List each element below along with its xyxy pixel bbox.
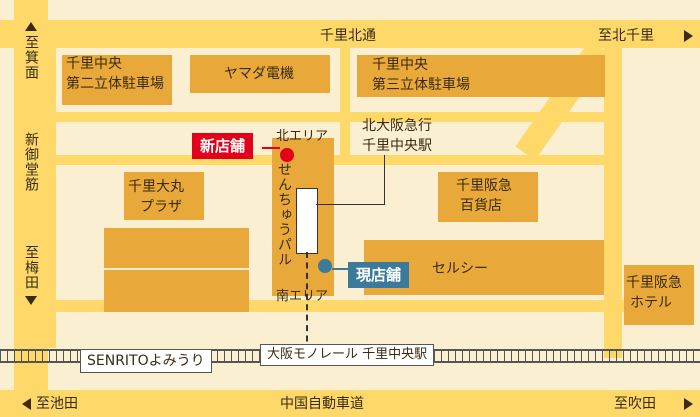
new-store-badge: 新店舗 bbox=[192, 133, 254, 159]
current-store-leader bbox=[332, 268, 348, 270]
new-store-leader bbox=[262, 147, 280, 149]
chugoku-expressway-road bbox=[0, 390, 700, 417]
parking-3-label-2: 第三立体駐車場 bbox=[372, 77, 470, 93]
large-block-southwest bbox=[104, 228, 249, 268]
station-label-2: 千里中央駅 bbox=[362, 138, 432, 154]
hankyu-hotel-label-2: ホテル bbox=[630, 295, 672, 311]
sennichupal-label: せんちゅうパル bbox=[276, 162, 292, 267]
yamada-denki-building bbox=[190, 55, 330, 93]
senri-kita-dori-label: 千里北通 bbox=[320, 28, 376, 44]
parking-2-label-2: 第二立体駐車場 bbox=[66, 76, 164, 92]
senrito-yomiuri-label: SENRITOよみうり bbox=[80, 349, 212, 373]
yamada-denki-label: ヤマダ電機 bbox=[224, 66, 294, 82]
chugoku-expressway-label: 中国自動車道 bbox=[280, 396, 364, 412]
station-label-1: 北大阪急行 bbox=[362, 118, 432, 134]
arrow-down-icon bbox=[25, 296, 37, 305]
inner-road-east bbox=[604, 48, 622, 358]
to-ikeda-label: 至池田 bbox=[36, 396, 78, 412]
selcy-label: セルシー bbox=[432, 261, 488, 277]
shin-midosuji-label: 新御堂筋 bbox=[23, 132, 39, 192]
hankyu-hotel-label-1: 千里阪急 bbox=[626, 275, 682, 291]
hankyu-dept-label-1: 千里阪急 bbox=[456, 178, 512, 194]
arrow-left-icon bbox=[22, 398, 31, 410]
hankyu-hotel-building bbox=[624, 265, 694, 325]
parking-3-building bbox=[357, 55, 605, 97]
large-block-southwest-2 bbox=[104, 270, 249, 312]
kita-area-label: 北エリア bbox=[276, 129, 329, 144]
station-dashed-line bbox=[306, 252, 308, 352]
monorail-station-label: 大阪モノレール 千里中央駅 bbox=[260, 344, 435, 366]
station-leader-line-v bbox=[384, 155, 385, 205]
inner-road-h1 bbox=[48, 112, 608, 122]
inner-road-v2 bbox=[340, 48, 350, 158]
daimaru-plaza-label-1: 千里大丸 bbox=[128, 179, 184, 195]
to-minoh-label: 至箕面 bbox=[23, 35, 39, 80]
to-umeda-label: 至梅田 bbox=[23, 245, 39, 290]
new-store-pin-icon bbox=[280, 148, 294, 162]
arrow-up-icon bbox=[25, 22, 37, 31]
inner-road-left bbox=[48, 48, 56, 348]
arrow-right-icon bbox=[684, 30, 693, 42]
daimaru-plaza-label-2: プラザ bbox=[140, 199, 182, 215]
parking-3-label-1: 千里中央 bbox=[372, 57, 428, 73]
to-kita-senri-label: 至北千里 bbox=[598, 28, 654, 44]
arrow-right-icon bbox=[684, 398, 693, 410]
shin-midosuji-road bbox=[14, 0, 48, 417]
current-store-badge: 現店舗 bbox=[348, 262, 410, 288]
minami-area-label: 南エリア bbox=[276, 289, 329, 304]
parking-2-label-1: 千里中央 bbox=[66, 56, 122, 72]
hankyu-dept-store-building bbox=[438, 172, 538, 222]
current-store-pin-icon bbox=[318, 259, 332, 273]
hankyu-dept-label-2: 百貨店 bbox=[460, 198, 502, 214]
parking-2-building bbox=[62, 55, 172, 105]
station-leader-line-h bbox=[316, 204, 385, 205]
to-suita-label: 至吹田 bbox=[614, 396, 656, 412]
kita-osaka-kyuko-station bbox=[296, 188, 318, 254]
senri-kita-dori-road bbox=[0, 20, 700, 48]
daimaru-plaza-building bbox=[124, 172, 204, 220]
